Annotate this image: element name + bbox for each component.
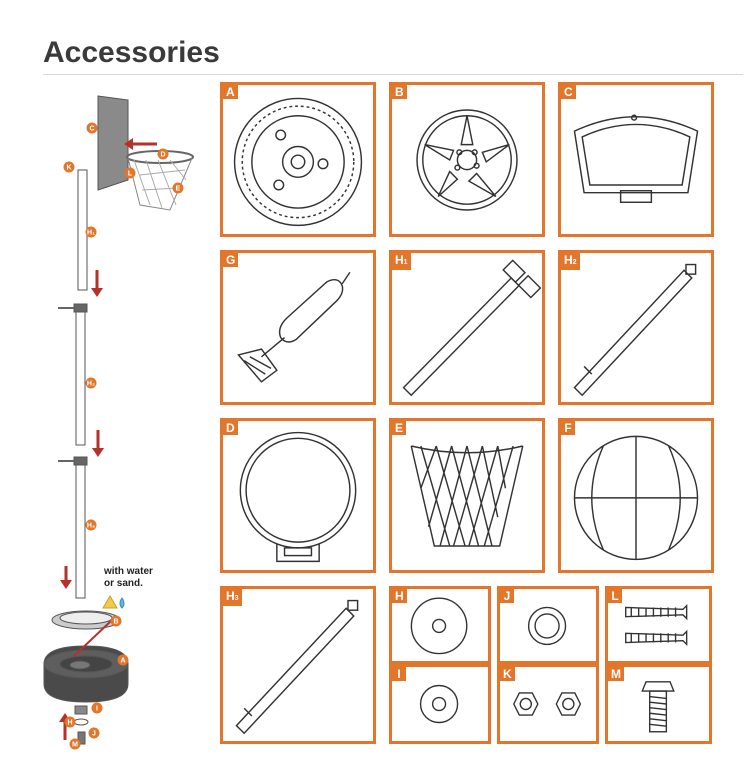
assembly-bolt-icon <box>77 731 86 745</box>
assembly-label-e: E <box>176 186 181 193</box>
assembly-washer-icon <box>73 718 89 726</box>
water-drop-icon <box>119 597 125 609</box>
assembly-backboard-icon <box>97 95 129 191</box>
hex-bolt-icon <box>641 681 675 733</box>
assembly-label-a: A <box>120 658 125 665</box>
assembly-label-h2: H₂ <box>87 381 95 388</box>
part-k-panel: K <box>497 664 599 744</box>
thick-washer-icon <box>419 684 459 724</box>
top-pole-icon <box>402 259 542 397</box>
part-l-label: L <box>608 589 622 603</box>
part-m-label: M <box>608 667 624 681</box>
basketball-icon <box>573 435 699 561</box>
part-i-label: I <box>392 667 406 681</box>
assembly-label-i: I <box>96 706 98 713</box>
part-g-panel: G <box>220 250 376 405</box>
part-j-label: J <box>500 589 514 603</box>
middle-pole-icon <box>573 263 697 397</box>
part-h-panel: H <box>389 586 491 664</box>
part-b-panel: B <box>389 82 545 237</box>
wheel-base-icon <box>233 97 363 227</box>
page-title: Accessories <box>43 36 220 69</box>
assembly-label-j: J <box>92 731 96 738</box>
assembly-label-c: C <box>89 126 94 133</box>
fill-instruction: with water or sand. <box>104 566 153 589</box>
assembly-illustration: C K D L E H₁ H₂ H₃ B A I H J M <box>43 95 194 750</box>
assembly-diagram: C K D L E H₁ H₂ H₃ B A I H J M <box>0 78 215 774</box>
part-b-label: B <box>392 85 407 99</box>
part-g-label: G <box>223 253 239 267</box>
warning-triangle-icon <box>102 595 118 609</box>
assembly-label-h3: H₃ <box>87 523 95 530</box>
part-c-panel: C <box>558 82 714 237</box>
spacer-ring-icon <box>527 606 567 646</box>
part-f-panel: F <box>558 418 714 573</box>
part-h1-label: H1 <box>392 253 411 270</box>
part-l-panel: L <box>605 586 712 664</box>
bottom-pole-icon <box>235 599 359 735</box>
assembly-label-m: M <box>72 742 78 749</box>
assembly-label-k: K <box>66 165 71 172</box>
part-e-panel: E <box>389 418 545 573</box>
part-e-label: E <box>392 421 407 435</box>
washer-icon <box>410 597 468 655</box>
part-i-panel: I <box>389 664 491 744</box>
part-c-label: C <box>561 85 576 99</box>
hex-nut-icon <box>512 692 582 716</box>
assembly-label-l: L <box>128 171 133 178</box>
part-h2-panel: H2 <box>558 250 714 405</box>
air-pump-icon <box>237 271 351 383</box>
backboard-icon <box>573 114 699 203</box>
part-h1-panel: H1 <box>389 250 545 405</box>
part-f-label: F <box>561 421 575 435</box>
part-j-panel: J <box>497 586 599 664</box>
net-icon <box>410 445 524 547</box>
assembly-label-h1: H₁ <box>87 230 95 237</box>
part-h3-label: H3 <box>223 589 242 606</box>
part-h-label: H <box>392 589 407 603</box>
screw-icon <box>625 603 688 647</box>
assembly-pole-h2-icon <box>75 304 86 446</box>
part-a-label: A <box>223 85 238 99</box>
assembly-label-h: H <box>67 720 72 727</box>
assembly-arrows <box>59 138 157 740</box>
assembly-pole-h3-icon <box>75 457 86 599</box>
base-cap-icon <box>416 109 518 211</box>
part-d-label: D <box>223 421 238 435</box>
rim-icon <box>239 431 357 563</box>
assembly-pole-h1-icon <box>77 169 88 291</box>
assembly-label-b: B <box>113 619 118 626</box>
part-a-panel: A <box>220 82 376 237</box>
part-d-panel: D <box>220 418 376 573</box>
part-m-panel: M <box>605 664 712 744</box>
part-h3-panel: H3 <box>220 586 376 744</box>
assembly-nut-icon <box>74 705 88 715</box>
part-k-label: K <box>500 667 515 681</box>
part-h2-label: H2 <box>561 253 580 270</box>
assembly-label-d: D <box>160 152 165 159</box>
title-divider <box>43 74 743 75</box>
